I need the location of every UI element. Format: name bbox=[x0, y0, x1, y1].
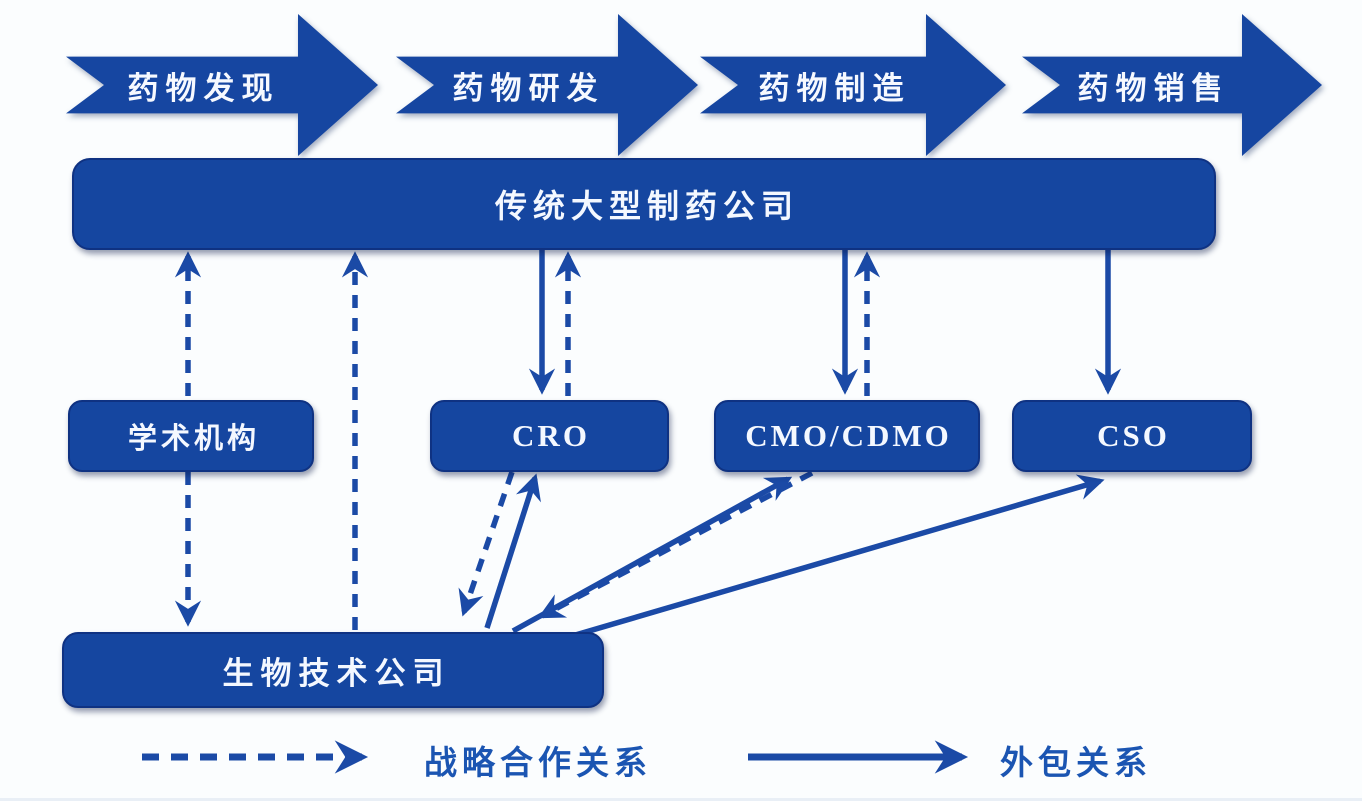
box-label: CRO bbox=[512, 418, 590, 453]
box-label: 生物技术公司 bbox=[222, 655, 451, 691]
connector-biotech-to-cmo-solid bbox=[511, 476, 793, 634]
process-arrow-label: 药物销售 bbox=[1077, 70, 1230, 106]
connector-biotech-to-cro-solid bbox=[484, 473, 541, 629]
process-arrow-label: 药物制造 bbox=[758, 70, 911, 106]
box-cmo-cdmo: CMO/CDMO bbox=[714, 400, 980, 472]
legend-solid-label: 外包关系 bbox=[1000, 746, 1152, 782]
connector-biotech-to-cso-solid bbox=[571, 474, 1105, 639]
box-label: CMO/CDMO bbox=[745, 418, 952, 453]
process-arrow-label: 药物研发 bbox=[452, 70, 605, 106]
process-arrow-label: 药物发现 bbox=[127, 70, 280, 106]
connector-cmo-to-biotech-dashed bbox=[537, 470, 814, 619]
legend-dashed-label: 战略合作关系 bbox=[424, 746, 652, 782]
box-biotech-company: 生物技术公司 bbox=[62, 632, 604, 708]
box-academic-institution: 学术机构 bbox=[68, 400, 314, 472]
process-arrow-drug-rnd: 药物研发 bbox=[396, 14, 698, 156]
box-label: 学术机构 bbox=[127, 423, 260, 455]
box-cso: CSO bbox=[1012, 400, 1252, 472]
process-arrow-drug-sales: 药物销售 bbox=[1022, 14, 1322, 156]
box-label: CSO bbox=[1097, 418, 1170, 453]
box-label: 传统大型制药公司 bbox=[494, 188, 799, 224]
process-arrow-drug-manufacturing: 药物制造 bbox=[700, 14, 1006, 156]
box-cro: CRO bbox=[430, 400, 669, 472]
connector-cro-to-biotech-dashed bbox=[458, 471, 515, 617]
process-arrow-drug-discovery: 药物发现 bbox=[66, 14, 378, 156]
box-traditional-pharma: 传统大型制药公司 bbox=[72, 158, 1216, 250]
